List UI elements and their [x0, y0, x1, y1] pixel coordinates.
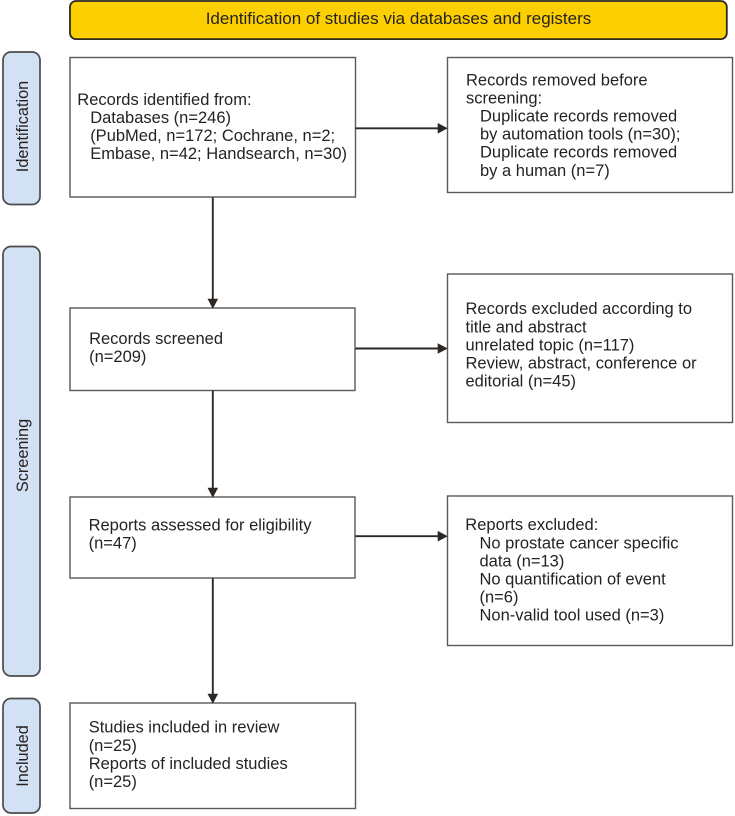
svg-text:editorial (n=45): editorial (n=45): [466, 373, 577, 391]
svg-text:screening:: screening:: [466, 89, 542, 107]
svg-text:Included: Included: [14, 725, 32, 787]
svg-text:Reports excluded:: Reports excluded:: [465, 516, 598, 534]
svg-text:Databases (n=246): Databases (n=246): [90, 109, 231, 127]
svg-text:Review, abstract, conference o: Review, abstract, conference or: [466, 355, 698, 373]
svg-text:by a human (n=7): by a human (n=7): [480, 162, 610, 180]
svg-text:(PubMed, n=172; Cochrane, n=2;: (PubMed, n=172; Cochrane, n=2;: [90, 127, 335, 145]
svg-text:unrelated topic (n=117): unrelated topic (n=117): [466, 336, 635, 354]
svg-text:(n=209): (n=209): [89, 348, 146, 366]
svg-text:Studies included in review: Studies included in review: [89, 719, 280, 737]
svg-text:by automation tools (n=30);: by automation tools (n=30);: [480, 126, 680, 144]
svg-text:(n=25): (n=25): [89, 773, 137, 791]
svg-text:Reports assessed for eligibili: Reports assessed for eligibility: [89, 517, 313, 535]
svg-text:Records excluded according to: Records excluded according to: [466, 300, 693, 318]
svg-text:Duplicate records removed: Duplicate records removed: [480, 108, 677, 126]
svg-text:Records identified from:: Records identified from:: [77, 91, 251, 109]
svg-text:Reports of included studies: Reports of included studies: [89, 755, 288, 773]
svg-text:title and abstract: title and abstract: [466, 318, 587, 336]
svg-text:Records screened: Records screened: [89, 330, 223, 348]
svg-text:No quantification of event: No quantification of event: [480, 571, 667, 589]
svg-text:(n=6): (n=6): [480, 589, 519, 607]
svg-text:No prostate cancer specific: No prostate cancer specific: [480, 534, 679, 552]
svg-text:Duplicate records removed: Duplicate records removed: [480, 144, 677, 162]
svg-text:Identification: Identification: [14, 81, 32, 172]
svg-text:Records removed before: Records removed before: [466, 71, 648, 89]
svg-text:Identification of studies via: Identification of studies via databases …: [206, 9, 592, 28]
svg-text:Non-valid tool used (n=3): Non-valid tool used (n=3): [480, 607, 665, 625]
svg-text:Embase, n=42; Handsearch, n=30: Embase, n=42; Handsearch, n=30): [90, 145, 347, 163]
svg-text:(n=25): (n=25): [89, 737, 137, 755]
svg-text:(n=47): (n=47): [89, 535, 137, 553]
svg-text:data (n=13): data (n=13): [480, 552, 565, 570]
svg-text:Screening: Screening: [14, 419, 32, 492]
